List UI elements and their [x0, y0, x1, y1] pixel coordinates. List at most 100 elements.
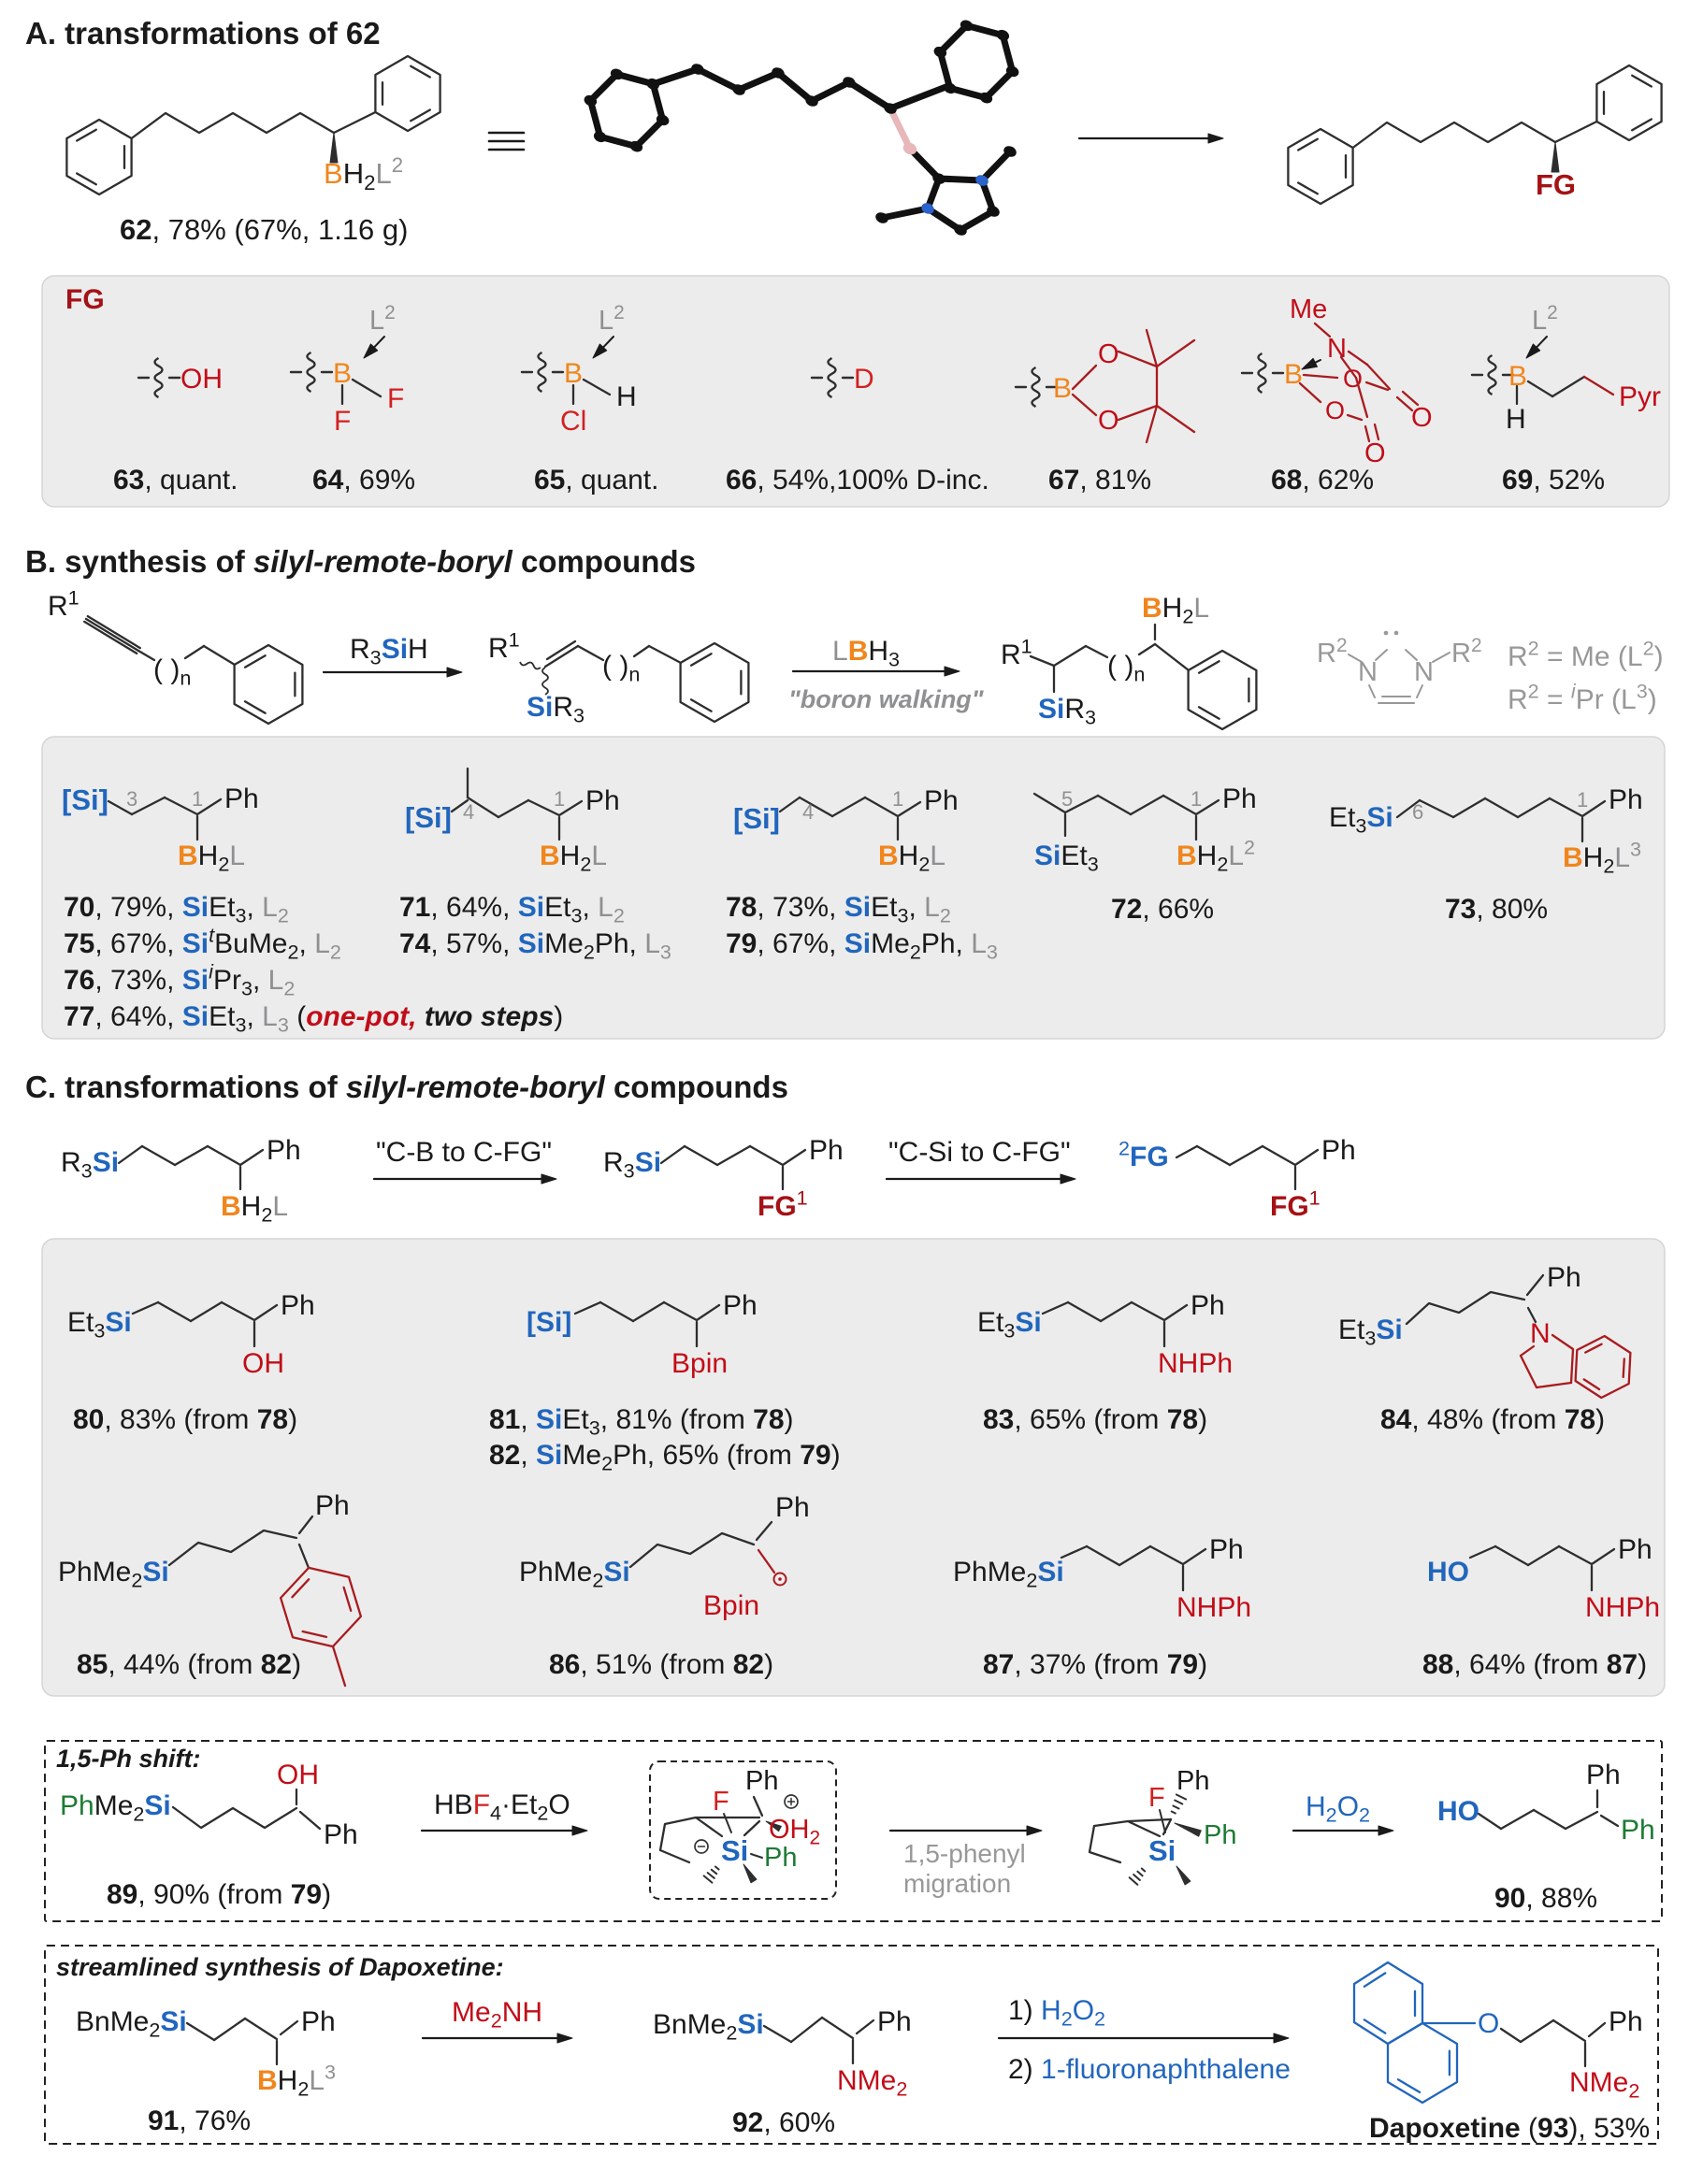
svg-text:[Si]: [Si] — [405, 801, 452, 834]
svg-text:Ph: Ph — [723, 1290, 758, 1321]
svg-text:SiR3: SiR3 — [527, 692, 585, 727]
svg-text:90, 88%: 90, 88% — [1494, 1883, 1597, 1914]
svg-text:1: 1 — [554, 787, 565, 811]
svg-text:migration: migration — [903, 1869, 1011, 1898]
svg-text:HO: HO — [1427, 1557, 1469, 1588]
svg-text:BH2L: BH2L — [221, 1191, 288, 1227]
svg-text:R3Si: R3Si — [61, 1147, 119, 1183]
svg-text:N: N — [1414, 657, 1434, 687]
svg-text:Ph: Ph — [745, 1766, 778, 1796]
svg-text:streamlined synthesis of Dapox: streamlined synthesis of Dapoxetine: — [56, 1953, 504, 1981]
svg-text:2FG: 2FG — [1118, 1137, 1169, 1172]
svg-text:Ph: Ph — [1222, 783, 1257, 814]
svg-text:85, 44% (from 82): 85, 44% (from 82) — [77, 1649, 301, 1680]
svg-text:R1: R1 — [48, 586, 79, 622]
svg-text:N: N — [1358, 657, 1378, 687]
svg-text:"boron walking": "boron walking" — [788, 685, 985, 713]
svg-text:Me: Me — [1290, 295, 1327, 324]
svg-text:Cl: Cl — [560, 406, 586, 437]
svg-text:Ph: Ph — [1621, 1815, 1655, 1846]
svg-text:Ph: Ph — [924, 785, 959, 816]
svg-text:70, 79%, SiEt3, L2: 70, 79%, SiEt3, L2 — [64, 892, 289, 927]
svg-text:NHPh: NHPh — [1585, 1592, 1660, 1623]
svg-text:O: O — [1364, 438, 1386, 468]
svg-text:N: N — [1327, 334, 1347, 364]
svg-text:O: O — [1325, 396, 1345, 424]
svg-text:6: 6 — [1412, 800, 1423, 824]
svg-text:NHPh: NHPh — [1176, 1592, 1251, 1623]
svg-text:1) H2O2: 1) H2O2 — [1008, 1995, 1105, 2031]
svg-text:NMe2: NMe2 — [1569, 2067, 1639, 2103]
svg-text:F: F — [334, 406, 351, 437]
svg-text:Pyr: Pyr — [1619, 381, 1661, 412]
svg-text:PhMe2Si: PhMe2Si — [953, 1557, 1064, 1592]
svg-text:72, 66%: 72, 66% — [1111, 894, 1214, 925]
svg-text:64, 69%: 64, 69% — [312, 465, 415, 496]
svg-text:Ph: Ph — [1547, 1262, 1581, 1293]
svg-text:62, 78% (67%, 1.16 g): 62, 78% (67%, 1.16 g) — [120, 213, 408, 246]
svg-text:OH: OH — [277, 1760, 319, 1790]
svg-text:B: B — [1053, 373, 1072, 404]
svg-text:Ph: Ph — [224, 783, 259, 814]
svg-text:R1: R1 — [1001, 635, 1032, 670]
svg-text:Ph: Ph — [775, 1492, 810, 1523]
svg-text:B. synthesis of silyl-remote-b: B. synthesis of silyl-remote-boryl compo… — [25, 544, 696, 579]
svg-text:O: O — [1411, 403, 1433, 433]
svg-text:PhMe2Si: PhMe2Si — [519, 1557, 630, 1592]
svg-text:76, 73%, SiiPr3, L2: 76, 73%, SiiPr3, L2 — [64, 960, 295, 1000]
svg-text:4: 4 — [802, 800, 814, 824]
svg-text:Ph: Ph — [585, 785, 620, 816]
svg-text:"C-B to C-FG": "C-B to C-FG" — [376, 1137, 552, 1168]
svg-text:L2: L2 — [369, 302, 396, 336]
svg-text:L2: L2 — [599, 302, 625, 336]
svg-text:75, 67%, SitBuMe2, L2: 75, 67%, SitBuMe2, L2 — [64, 924, 341, 964]
svg-text:1,5-Ph shift:: 1,5-Ph shift: — [56, 1745, 201, 1773]
svg-text:66, 54%,100% D-inc.: 66, 54%,100% D-inc. — [726, 465, 989, 496]
svg-text:77, 64%, SiEt3, L3 (one-pot, t: 77, 64%, SiEt3, L3 (one-pot, two steps) — [64, 1001, 563, 1037]
svg-text:88, 64% (from 87): 88, 64% (from 87) — [1422, 1649, 1647, 1680]
svg-text:Ph: Ph — [1586, 1760, 1621, 1790]
svg-text:1: 1 — [192, 787, 203, 811]
svg-text:H: H — [1506, 404, 1526, 435]
svg-text:86, 51% (from 82): 86, 51% (from 82) — [549, 1649, 773, 1680]
svg-text:1: 1 — [892, 787, 903, 811]
svg-text:O: O — [1098, 339, 1119, 369]
svg-text:1: 1 — [1577, 788, 1588, 812]
svg-text:Ph: Ph — [1609, 784, 1643, 815]
svg-text:O: O — [1478, 2008, 1499, 2039]
svg-text:Ph: Ph — [1204, 1820, 1236, 1850]
svg-text:R2: R2 — [1451, 635, 1482, 668]
svg-text:B: B — [1284, 359, 1303, 390]
svg-text:Me2NH: Me2NH — [452, 1997, 542, 2033]
svg-text:BH2L: BH2L — [178, 841, 245, 876]
svg-text:80, 83% (from 78): 80, 83% (from 78) — [73, 1404, 297, 1435]
svg-text:( )n: ( )n — [153, 654, 191, 690]
svg-text:PhMe2Si: PhMe2Si — [58, 1557, 169, 1592]
svg-text:82, SiMe2Ph, 65% (from 79): 82, SiMe2Ph, 65% (from 79) — [489, 1440, 841, 1475]
svg-text:FG1: FG1 — [758, 1186, 808, 1222]
svg-text:Si: Si — [1148, 1834, 1176, 1867]
svg-text:1: 1 — [1191, 787, 1202, 811]
svg-text:R2: R2 — [1317, 635, 1348, 668]
svg-text:SiEt3: SiEt3 — [1034, 841, 1099, 876]
svg-text:Ph: Ph — [324, 1819, 358, 1850]
svg-text:Et3Si: Et3Si — [1338, 1315, 1403, 1350]
svg-text:BH2L: BH2L — [1142, 593, 1209, 628]
svg-text:Ph: Ph — [877, 2006, 912, 2037]
svg-text:63, quant.: 63, quant. — [113, 465, 238, 496]
svg-text:F: F — [713, 1787, 729, 1817]
svg-text:67, 81%: 67, 81% — [1048, 465, 1151, 496]
svg-text:L2: L2 — [1532, 302, 1558, 336]
svg-text:4: 4 — [463, 800, 474, 824]
svg-text:[Si]: [Si] — [733, 802, 780, 835]
svg-text:1,5-phenyl: 1,5-phenyl — [903, 1839, 1026, 1868]
svg-text:[Si]: [Si] — [62, 783, 108, 816]
svg-text:O: O — [1098, 406, 1119, 436]
svg-text:78, 73%, SiEt3, L2: 78, 73%, SiEt3, L2 — [726, 892, 951, 927]
svg-text:HBF4·Et2O: HBF4·Et2O — [434, 1789, 570, 1825]
svg-text:87, 37% (from 79): 87, 37% (from 79) — [983, 1649, 1207, 1680]
svg-text:Ph: Ph — [1618, 1534, 1652, 1565]
svg-text:NHPh: NHPh — [1158, 1348, 1233, 1379]
svg-text:2) 1-fluoronaphthalene: 2) 1-fluoronaphthalene — [1008, 2054, 1291, 2085]
svg-text:HO: HO — [1437, 1796, 1479, 1827]
